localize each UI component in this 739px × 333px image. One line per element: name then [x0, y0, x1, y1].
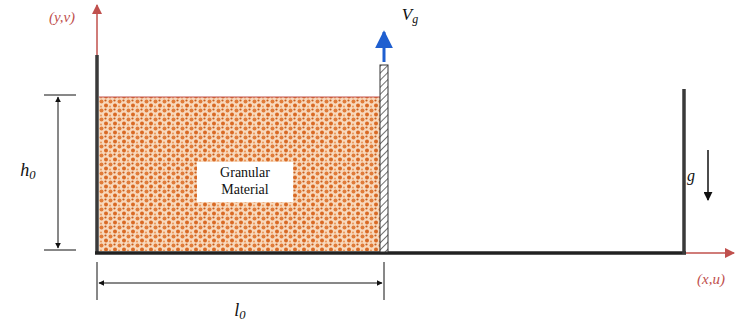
velocity-label: Vg [402, 6, 418, 27]
y-axis [96, 5, 98, 56]
axis-label: (x,u) [697, 271, 725, 288]
dimension-tick [384, 262, 385, 300]
free-surface [99, 97, 382, 98]
tank-floor [95, 251, 686, 255]
gate-velocity-arrow [383, 32, 386, 62]
height-dimension [58, 97, 59, 248]
material-label-box: Granular Material [197, 162, 293, 202]
length-dimension [99, 283, 382, 284]
right-wall [682, 89, 686, 254]
dimension-tick [97, 262, 98, 300]
dimension-label: l0 [234, 301, 245, 324]
dimension-label: h0 [20, 161, 35, 184]
granular-column [99, 97, 382, 251]
gravity-arrow [707, 150, 709, 200]
axis-label: (y,v) [49, 9, 75, 26]
dimension-tick [44, 250, 76, 251]
x-axis [684, 252, 734, 254]
left-wall [95, 55, 99, 254]
gate [380, 65, 388, 252]
gravity-label: g [687, 167, 695, 185]
dimension-tick [44, 95, 76, 96]
material-label: Granular Material [205, 165, 285, 199]
